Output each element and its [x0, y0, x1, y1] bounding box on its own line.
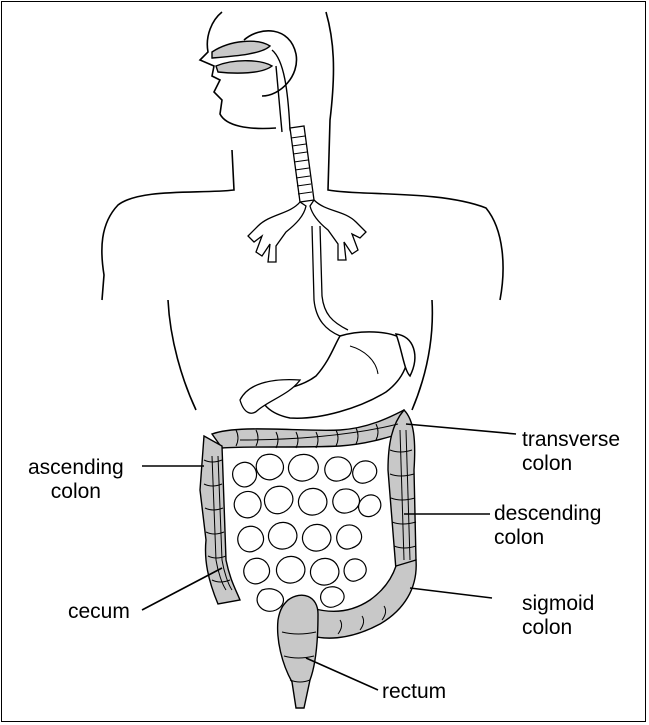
rectum-label: rectum: [382, 680, 446, 704]
ascending-colon-label-line1: ascending: [28, 456, 124, 480]
descending-colon-label-line1: descending: [494, 502, 601, 526]
sigmoid-colon-label-line1: sigmoid: [522, 592, 594, 616]
small-intestine: [233, 454, 381, 611]
sigmoid-colon-leader: [410, 588, 492, 598]
nasal-oral-cavity: [212, 41, 272, 73]
transverse-colon-label-line1: transverse: [522, 428, 620, 452]
cecum-label: cecum: [68, 600, 130, 624]
sigmoid-colon-label-line2: colon: [522, 616, 594, 640]
sigmoid-colon-label: sigmoid colon: [522, 592, 594, 640]
rectum-leader: [306, 658, 378, 690]
descending-colon-label: descending colon: [494, 502, 601, 550]
descending-colon-label-line2: colon: [494, 526, 601, 550]
ascending-colon-label: ascending colon: [28, 456, 124, 504]
transverse-colon-label: transverse colon: [522, 428, 620, 476]
transverse-colon-leader: [406, 424, 516, 434]
cecum-leader: [142, 568, 222, 610]
bronchi: [248, 200, 366, 262]
trachea: [290, 126, 314, 202]
stomach: [261, 332, 415, 418]
transverse-colon-label-line2: colon: [522, 452, 620, 476]
leader-lines: [142, 424, 516, 690]
ascending-colon-label-line2: colon: [28, 480, 124, 504]
